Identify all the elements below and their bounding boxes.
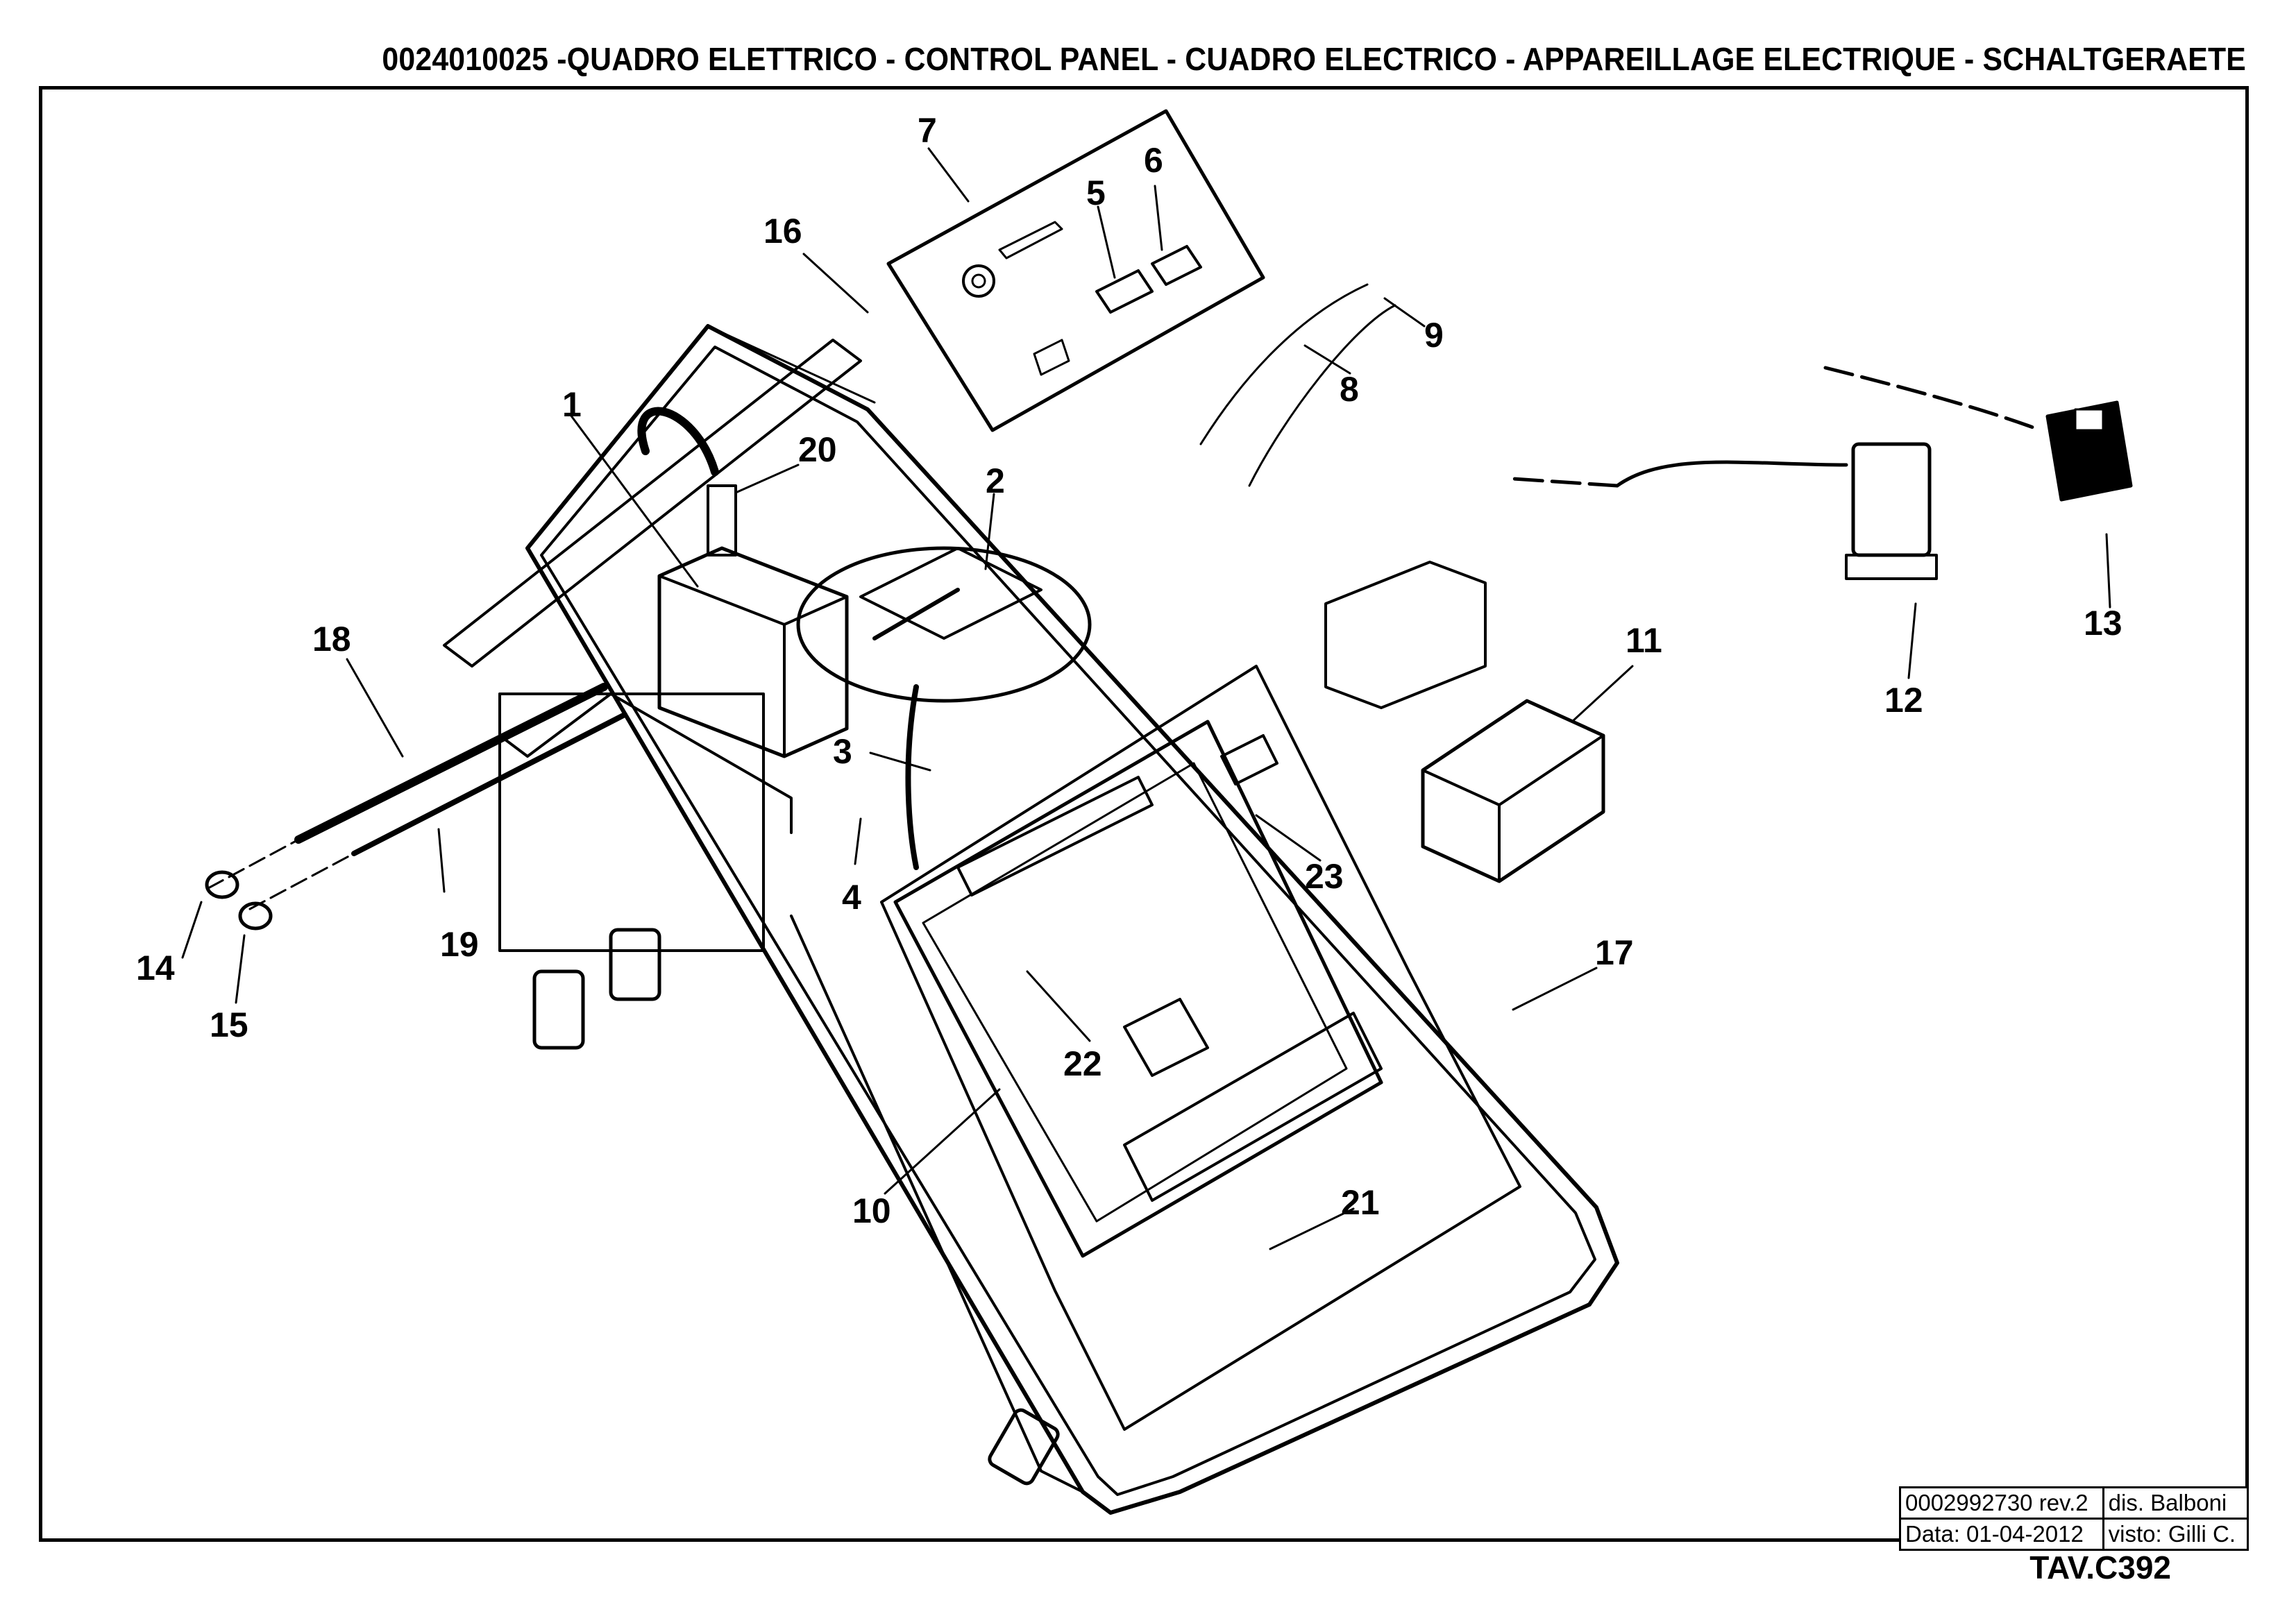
callout-14: 14	[136, 949, 175, 987]
callout-6: 6	[1144, 141, 1163, 180]
control-panel-plate	[886, 109, 1265, 432]
drawing-frame	[39, 86, 2249, 1542]
drawn-by: dis. Balboni	[2102, 1486, 2249, 1520]
cable-glands	[532, 928, 1060, 1486]
callout-1: 1	[562, 385, 582, 424]
callout-2: 2	[986, 461, 1005, 500]
main-circuit-board	[893, 720, 1383, 1258]
callout-5: 5	[1086, 173, 1106, 212]
callout-17: 17	[1595, 933, 1634, 972]
relay-box	[637, 407, 849, 758]
diagram-title: 0024010025 -QUADRO ELETTRICO - CONTROL P…	[382, 41, 2247, 77]
callout-22: 22	[1063, 1044, 1102, 1083]
indicator-wires	[1199, 283, 1396, 487]
callout-11: 11	[1626, 621, 1662, 660]
callout-20: 20	[798, 430, 837, 469]
auxiliary-contact-block	[1324, 561, 1487, 709]
callout-18: 18	[312, 620, 351, 658]
callout-7: 7	[918, 111, 937, 150]
transformer	[796, 546, 1092, 870]
drawing-date: Data: 01-04-2012	[1899, 1518, 2104, 1551]
solenoid-connector-a	[1511, 442, 1938, 580]
callout-23: 23	[1305, 857, 1344, 896]
callout-15: 15	[210, 1005, 248, 1044]
callout-numbers: 1 2 3 4 5 6 7 8 9 10 11 12 13 14 15 16 1…	[136, 111, 2122, 1230]
callout-21: 21	[1341, 1183, 1380, 1222]
solenoid-connector-b	[1823, 366, 2133, 502]
callout-9: 9	[1424, 316, 1444, 355]
callout-13: 13	[2084, 604, 2122, 643]
callout-4: 4	[842, 878, 861, 917]
callout-3: 3	[833, 732, 852, 771]
enclosure-housing	[525, 324, 1619, 1515]
title-block: 0002992730 rev.2 dis. Balboni Data: 01-0…	[1899, 1486, 2249, 1551]
callout-leaders	[181, 147, 2111, 1250]
callout-8: 8	[1340, 370, 1359, 409]
probe-cables	[207, 683, 627, 910]
callout-12: 12	[1884, 681, 1923, 720]
checked-by: visto: Gilli C.	[2102, 1518, 2249, 1551]
drawing-number: 0002992730 rev.2	[1899, 1486, 2104, 1520]
cable-grommets	[205, 870, 273, 931]
callout-10: 10	[852, 1191, 891, 1230]
callout-16: 16	[763, 212, 802, 250]
sheet-code: TAV.C392	[2029, 1549, 2171, 1586]
contactor	[1421, 699, 1605, 883]
callout-19: 19	[440, 925, 479, 964]
